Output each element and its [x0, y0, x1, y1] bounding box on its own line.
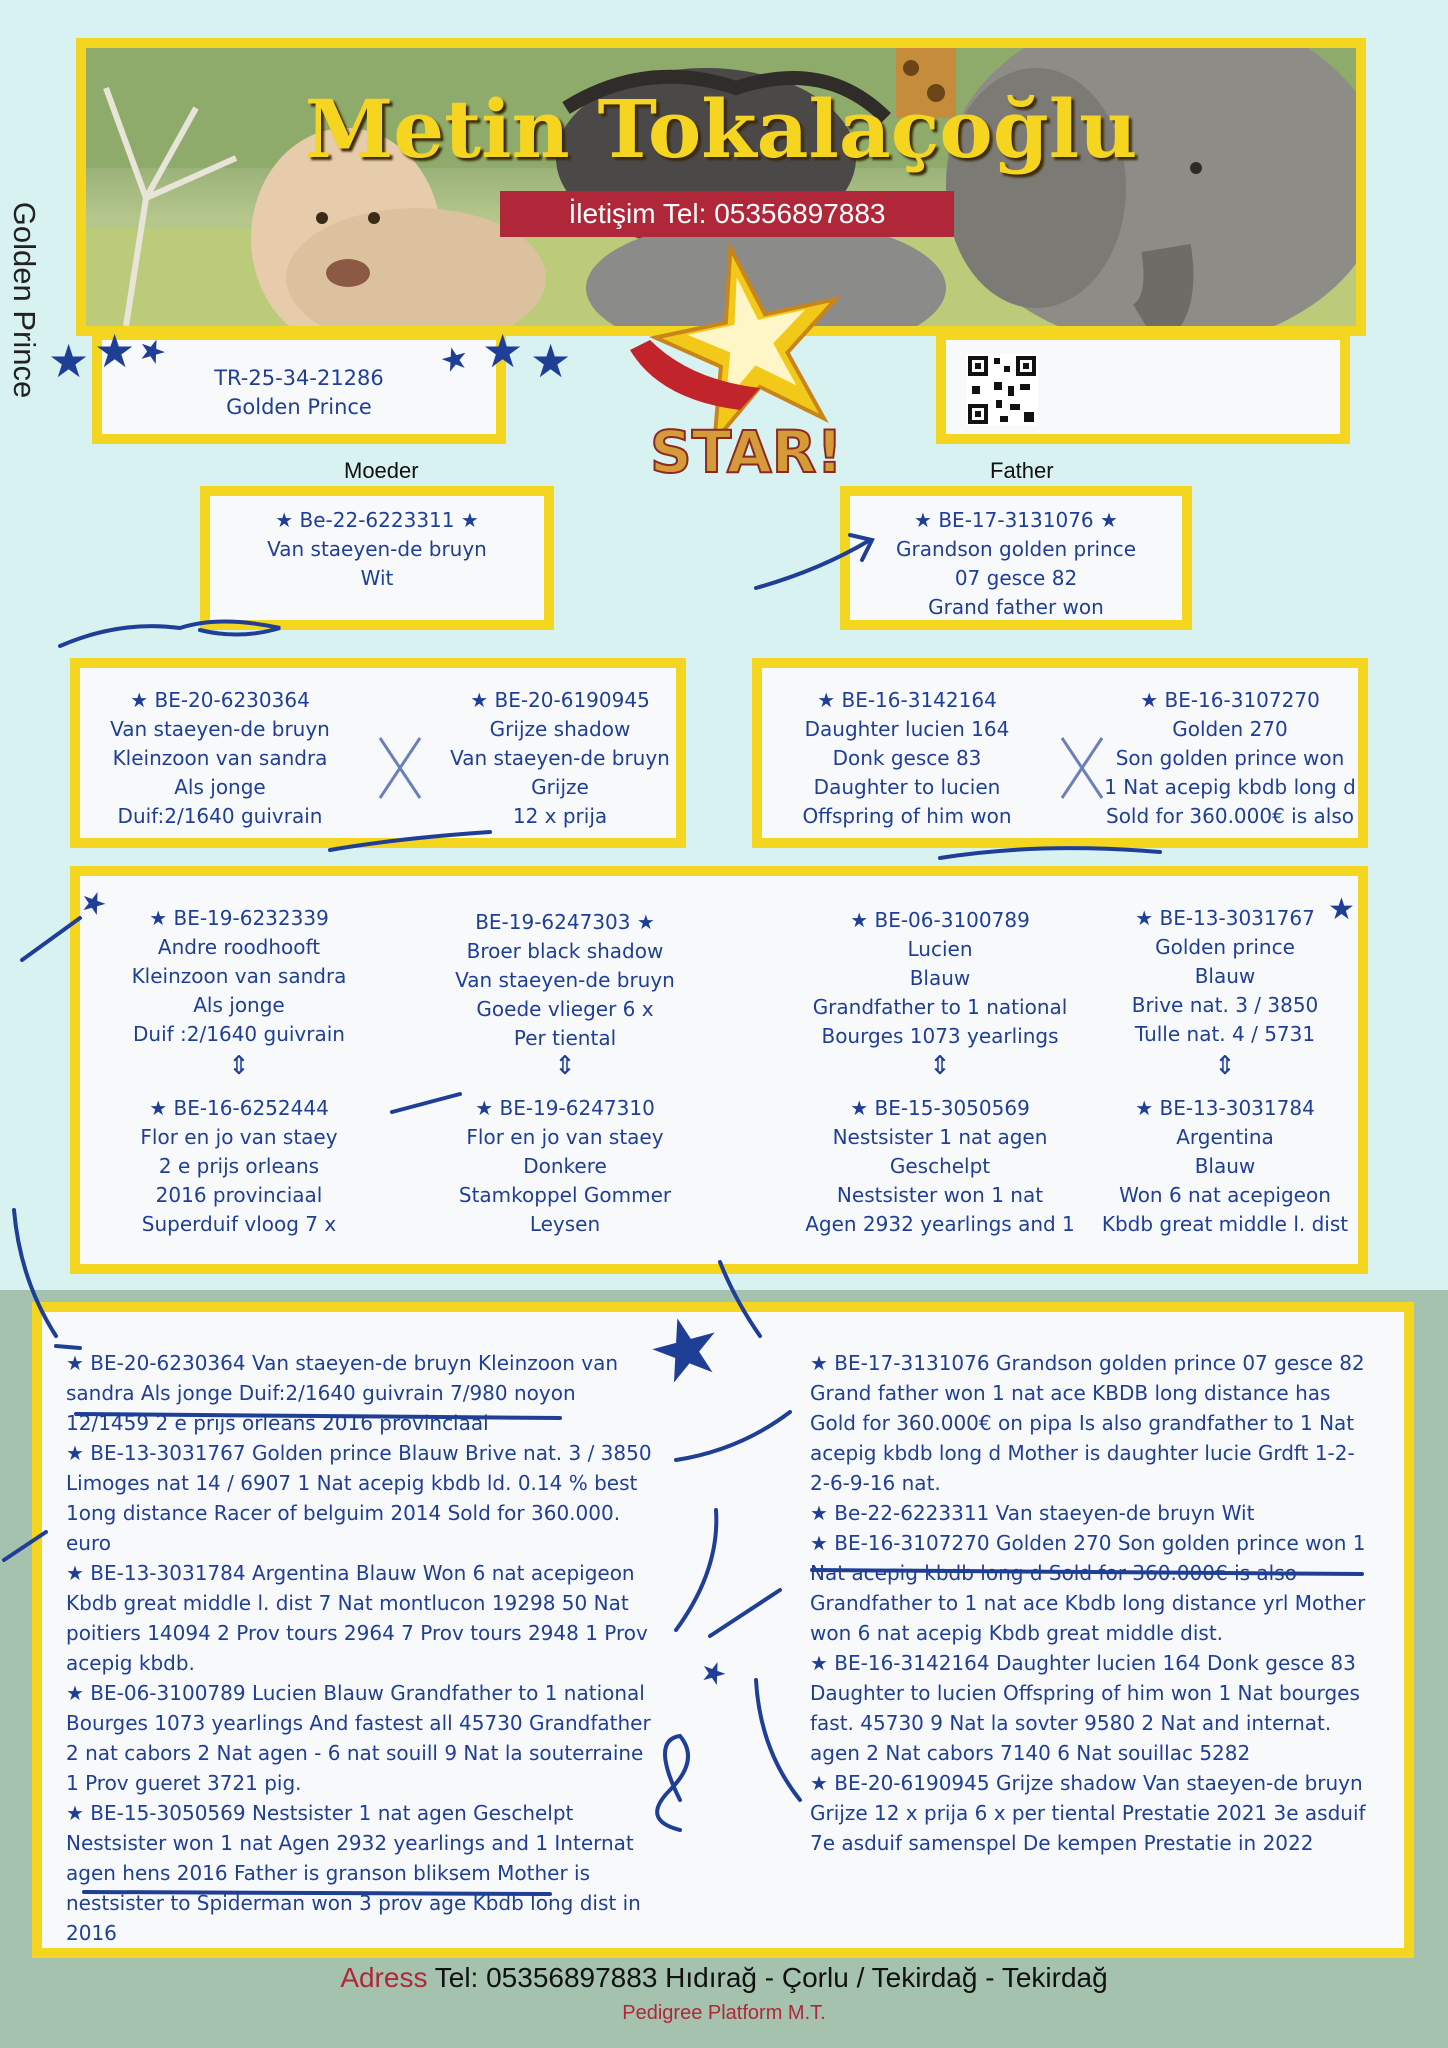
- updown-arrow-icon: ⇕: [1214, 1051, 1236, 1081]
- header-banner: Metin Tokalaçoğlu İletişim Tel: 05356897…: [76, 38, 1366, 336]
- updown-arrow-icon: ⇕: [228, 1051, 250, 1081]
- note-right-4: ★ BE-16-3142164 Daughter lucien 164 Donk…: [810, 1651, 1360, 1765]
- footer-contact: Adress Tel: 05356897883 Hıdırağ - Çorlu …: [0, 1962, 1448, 1994]
- note-left-4: ★ BE-06-3100789 Lucien Blauw Grandfather…: [66, 1681, 651, 1795]
- qr-code-icon: [966, 354, 1038, 426]
- star-logo-text: STAR!: [650, 418, 843, 480]
- star-icon: ★: [1328, 892, 1355, 927]
- note-right-1: ★ BE-17-3131076 Grandson golden prince 0…: [810, 1351, 1365, 1495]
- footer-contact-text: Tel: 05356897883 Hıdırağ - Çorlu / Tekir…: [434, 1962, 1108, 1993]
- note-left-2: ★ BE-13-3031767 Golden prince Blauw Briv…: [66, 1441, 652, 1555]
- bird-name: Golden Prince: [226, 395, 372, 419]
- note-left-3: ★ BE-13-3031784 Argentina Blauw Won 6 na…: [66, 1561, 648, 1675]
- star-icon: ★: [482, 324, 524, 378]
- updown-arrow-icon: ⇕: [929, 1051, 951, 1081]
- updown-arrow-icon: ⇕: [554, 1051, 576, 1081]
- star-logo: STAR!: [630, 240, 844, 480]
- father-card: ★ BE-17-3131076 ★ Grandson golden prince…: [840, 486, 1192, 630]
- bird-card: TR-25-34-21286 Golden Prince: [92, 330, 506, 444]
- star-icon: ★: [530, 334, 572, 388]
- notes-card: ★ BE-20-6230364 Van staeyen-de bruyn Kle…: [32, 1302, 1414, 1958]
- header-phone: İletişim Tel: 05356897883: [500, 191, 954, 237]
- cross-icon: [378, 737, 422, 799]
- note-right-5: ★ BE-20-6190945 Grijze shadow Van staeye…: [810, 1771, 1366, 1855]
- star-icon: ★: [48, 334, 90, 388]
- cross-icon: [1060, 737, 1104, 799]
- qr-card: [936, 330, 1350, 444]
- footer-platform: Pedigree Platform M.T.: [622, 2002, 826, 2024]
- note-left-5: ★ BE-15-3050569 Nestsister 1 nat agen Ge…: [66, 1801, 641, 1945]
- mother-card: ★ Be-22-6223311 ★ Van staeyen-de bruyn W…: [200, 486, 554, 630]
- notes-left-column: ★ BE-20-6230364 Van staeyen-de bruyn Kle…: [66, 1348, 656, 1948]
- note-right-2: ★ Be-22-6223311 Van staeyen-de bruyn Wit: [810, 1501, 1255, 1525]
- mother-label: Moeder: [344, 458, 419, 483]
- father-label: Father: [990, 458, 1054, 483]
- bird-ring: TR-25-34-21286: [214, 366, 384, 390]
- note-left-1: ★ BE-20-6230364 Van staeyen-de bruyn Kle…: [66, 1351, 619, 1435]
- star-icon: ★: [94, 324, 136, 378]
- header-title: Metin Tokalaçoğlu: [304, 82, 1138, 176]
- footer-adress-label: Adress: [340, 1962, 428, 1993]
